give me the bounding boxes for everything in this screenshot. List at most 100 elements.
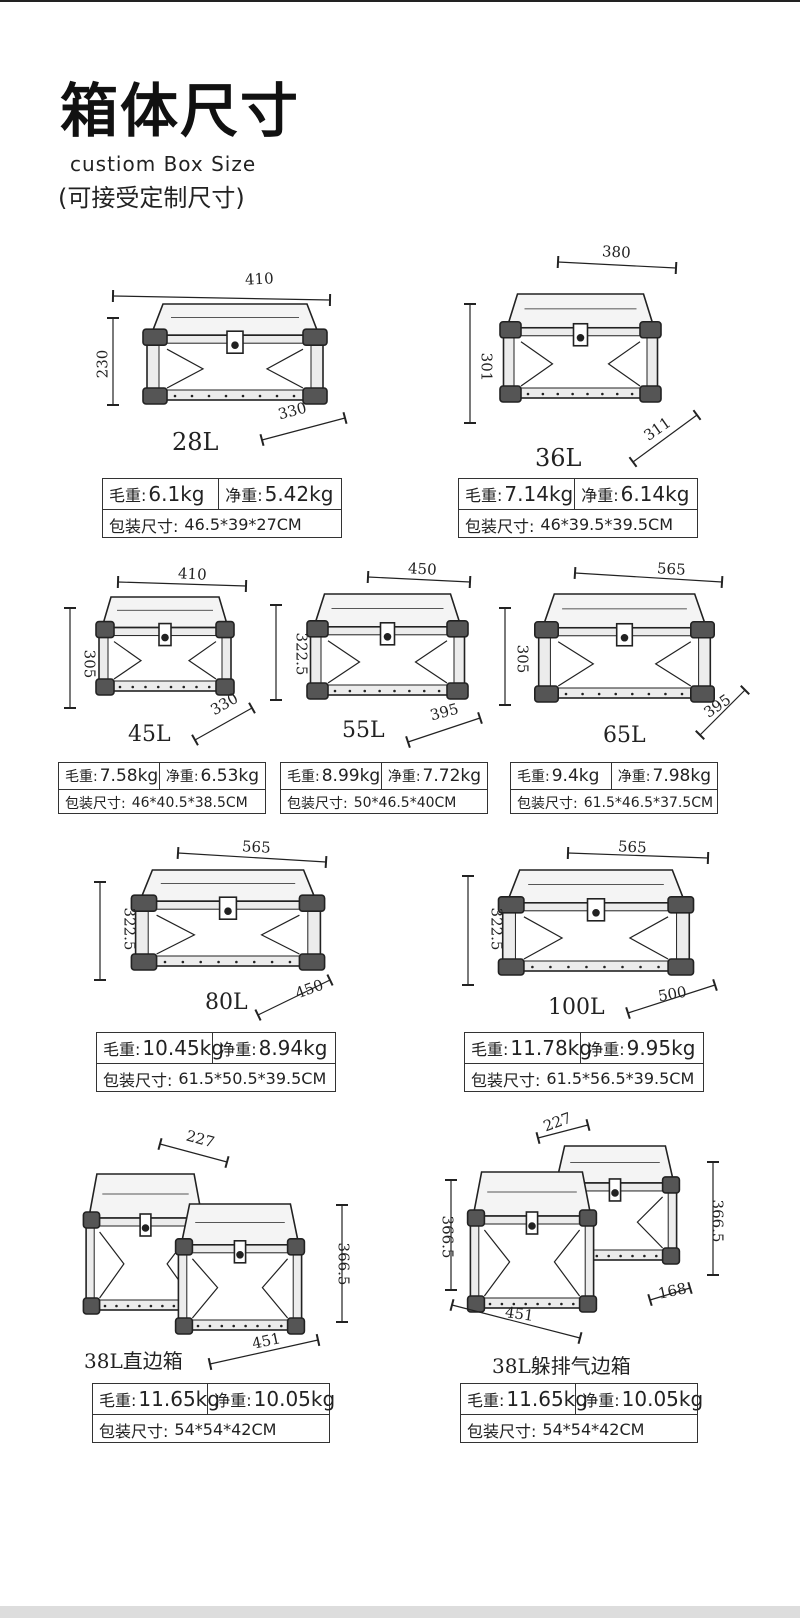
package-size-label: 包装尺寸:: [467, 1421, 537, 1441]
dimension-label: 451: [503, 1303, 535, 1325]
gross-weight-value: 9.4kg: [551, 766, 600, 786]
spec-table: 毛重: 9.4kg 净重: 7.98kg 包装尺寸: 61.5*46.5*37.…: [510, 762, 718, 814]
net-weight-cell: 净重: 8.94kg: [212, 1033, 335, 1063]
net-weight-value: 5.42kg: [264, 482, 334, 506]
dimension-line: [270, 604, 282, 701]
volume-label: 38L直边箱: [84, 1349, 183, 1373]
volume-label: 38L躲排气边箱: [492, 1354, 631, 1378]
package-size-value: 54*54*42CM: [542, 1420, 645, 1439]
dimension-line: [449, 1298, 583, 1345]
net-weight-value: 6.14kg: [620, 482, 690, 506]
net-weight-label: 净重:: [582, 1391, 620, 1410]
dimension-line: [628, 409, 702, 468]
package-size-value: 61.5*46.5*37.5CM: [583, 794, 714, 811]
box-drawing: [497, 869, 695, 976]
box-drawing: [95, 596, 235, 696]
net-weight-value: 7.98kg: [652, 766, 712, 786]
gross-weight-cell: 毛重: 11.78kg: [465, 1033, 592, 1063]
net-weight-value: 8.94kg: [258, 1036, 328, 1060]
volume-label: 55L: [342, 718, 385, 743]
package-size-value: 46*39.5*39.5CM: [540, 515, 673, 534]
gross-weight-cell: 毛重: 11.65kg: [93, 1384, 220, 1414]
dimension-line: [445, 1179, 457, 1291]
dimension-label: 380: [601, 242, 632, 262]
dimension-label: 322.5: [120, 907, 139, 951]
box-drawing: [174, 1203, 306, 1335]
package-size-value: 61.5*50.5*39.5CM: [178, 1069, 327, 1088]
dimension-label: 366.5: [334, 1242, 353, 1286]
dimension-line: [254, 974, 334, 1021]
volume-label: 80L: [205, 990, 248, 1015]
dimension-line: [191, 702, 256, 746]
bottom-bar: [0, 1606, 800, 1618]
package-size-row: 包装尺寸: 54*54*42CM: [461, 1415, 697, 1444]
net-weight-value: 10.05kg: [253, 1387, 336, 1411]
dimension-line: [116, 575, 248, 593]
gross-weight-cell: 毛重: 11.65kg: [461, 1384, 588, 1414]
dimension-label: 305: [513, 644, 532, 674]
gross-weight-value: 11.65kg: [138, 1387, 220, 1411]
gross-weight-cell: 毛重: 6.1kg: [103, 479, 218, 509]
dimension-line: [695, 685, 750, 740]
page-subtitle-cn: (可接受定制尺寸): [58, 184, 245, 212]
gross-weight-label: 毛重:: [467, 1391, 505, 1410]
net-weight-label: 净重:: [214, 1391, 252, 1410]
gross-weight-value: 8.99kg: [321, 766, 381, 786]
spec-table: 毛重: 7.14kg 净重: 6.14kg 包装尺寸: 46*39.5*39.5…: [458, 478, 698, 538]
net-weight-cell: 净重: 10.05kg: [575, 1384, 709, 1414]
dimension-line: [556, 255, 678, 275]
dimension-label: 410: [177, 564, 208, 584]
spec-table: 毛重: 7.58kg 净重: 6.53kg 包装尺寸: 46*40.5*38.5…: [58, 762, 266, 814]
package-size-row: 包装尺寸: 50*46.5*40CM: [281, 790, 487, 815]
volume-label: 65L: [603, 723, 646, 748]
dimension-label: 410: [244, 269, 275, 289]
net-weight-cell: 净重: 9.95kg: [580, 1033, 703, 1063]
package-size-row: 包装尺寸: 54*54*42CM: [93, 1415, 329, 1444]
dimension-line: [64, 607, 76, 709]
spec-table: 毛重: 11.65kg 净重: 10.05kg 包装尺寸: 54*54*42CM: [92, 1383, 335, 1444]
gross-weight-value: 11.65kg: [506, 1387, 588, 1411]
package-size-label: 包装尺寸:: [103, 1070, 173, 1090]
box-drawing: [142, 303, 328, 405]
net-weight-value: 9.95kg: [626, 1036, 696, 1060]
net-weight-label: 净重:: [617, 769, 651, 785]
spec-table: 毛重: 11.65kg 净重: 10.05kg 包装尺寸: 54*54*42CM: [460, 1383, 703, 1444]
package-size-label: 包装尺寸:: [517, 795, 578, 812]
gross-weight-cell: 毛重: 8.99kg: [281, 763, 381, 789]
package-size-row: 包装尺寸: 46.5*39*27CM: [103, 510, 341, 539]
box-drawing: [533, 593, 715, 703]
dimension-line: [462, 875, 474, 986]
net-weight-cell: 净重: 5.42kg: [218, 479, 341, 509]
package-size-row: 包装尺寸: 46*40.5*38.5CM: [59, 790, 265, 815]
dimension-label: 230: [93, 349, 112, 379]
net-weight-label: 净重:: [219, 1040, 257, 1059]
dimension-line: [499, 607, 511, 706]
dimension-line: [573, 566, 724, 589]
package-size-row: 包装尺寸: 61.5*50.5*39.5CM: [97, 1064, 335, 1093]
dimension-label: 366.5: [438, 1215, 457, 1259]
net-weight-cell: 净重: 7.98kg: [610, 763, 717, 789]
gross-weight-cell: 毛重: 9.4kg: [511, 763, 611, 789]
top-rule: [0, 0, 800, 2]
package-size-row: 包装尺寸: 61.5*46.5*37.5CM: [511, 790, 717, 815]
net-weight-cell: 净重: 7.72kg: [380, 763, 487, 789]
gross-weight-label: 毛重:: [471, 1040, 509, 1059]
dimension-label: 322.5: [487, 907, 506, 951]
dimension-label: 366.5: [708, 1199, 727, 1243]
gross-weight-label: 毛重:: [99, 1391, 137, 1410]
net-weight-label: 净重:: [225, 486, 263, 505]
volume-label: 100L: [548, 995, 605, 1020]
package-size-value: 54*54*42CM: [174, 1420, 277, 1439]
dimension-line: [405, 711, 483, 749]
box-drawing: [466, 1171, 598, 1313]
spec-table: 毛重: 11.78kg 净重: 9.95kg 包装尺寸: 61.5*56.5*3…: [464, 1032, 704, 1092]
dimension-line: [94, 881, 106, 981]
spec-table: 毛重: 10.45kg 净重: 8.94kg 包装尺寸: 61.5*50.5*3…: [96, 1032, 336, 1092]
dimension-label: 450: [407, 559, 438, 579]
package-size-value: 46*40.5*38.5CM: [131, 794, 248, 811]
dimension-line: [464, 303, 476, 424]
net-weight-value: 6.53kg: [200, 766, 260, 786]
gross-weight-cell: 毛重: 7.58kg: [59, 763, 159, 789]
net-weight-label: 净重:: [587, 1040, 625, 1059]
